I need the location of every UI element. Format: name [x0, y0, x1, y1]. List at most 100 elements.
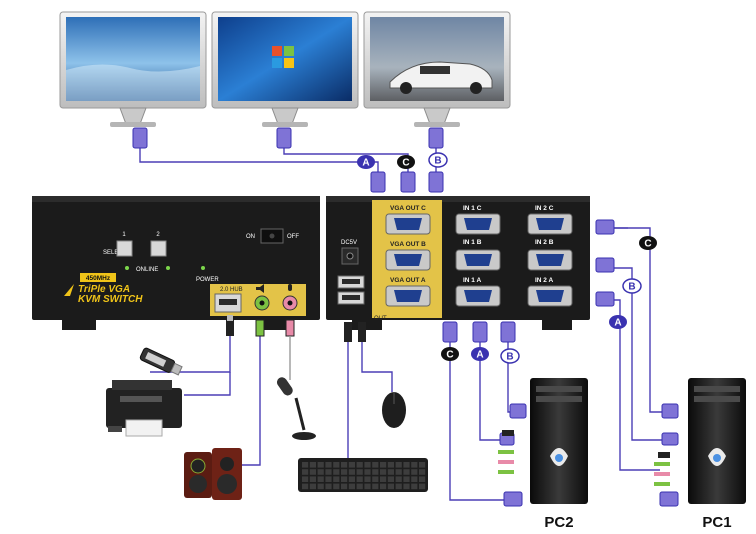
keyboard-key [356, 462, 363, 468]
keyboard-key [403, 462, 410, 468]
keyboard-key [309, 483, 316, 490]
keyboard-key [317, 476, 324, 482]
keyboard-key [333, 483, 340, 490]
dc-label: DC5V [341, 240, 357, 246]
keyboard-key [309, 469, 316, 475]
speaker-icon [256, 284, 264, 293]
keyboard-key [333, 476, 340, 482]
vga-in2-ports [527, 213, 573, 307]
brand-line-1: TriPle VGA [78, 284, 130, 295]
badge-bottom-a: A [471, 347, 489, 361]
vga-in2-b-port[interactable] [527, 249, 573, 271]
keyboard-key [333, 462, 340, 468]
keyboard-key [341, 462, 348, 468]
badge-bottom-b: B [500, 348, 520, 364]
svg-text:A: A [476, 350, 483, 361]
keyboard-key [309, 462, 316, 468]
vga-out-ports [385, 213, 431, 307]
vga-out-c-port[interactable] [385, 213, 431, 235]
out-c-label: VGA OUT C [390, 205, 426, 212]
monitor-3 [363, 11, 511, 127]
hub-label: 2.0 HUB [220, 287, 243, 293]
keyboard-key [348, 462, 355, 468]
svg-text:A: A [362, 158, 369, 169]
vga-in1-ports [455, 213, 501, 307]
keyboard-key [356, 483, 363, 490]
keyboard-key [341, 483, 348, 490]
speakers [184, 448, 242, 500]
keyboard-key [356, 476, 363, 482]
svg-text:2: 2 [156, 232, 160, 238]
online-label: ONLINE [136, 267, 158, 273]
pc2-tower [530, 378, 588, 504]
keyboard-key [302, 462, 309, 468]
select-label: SELECT [103, 250, 127, 256]
keyboard-key [411, 469, 418, 475]
cable-lines [139, 148, 664, 501]
in1-b-label: IN 1 B [463, 239, 482, 246]
badge-right-a: A [609, 315, 627, 329]
vga-in2-a-port[interactable] [527, 285, 573, 307]
keyboard-key [387, 483, 394, 490]
keyboard-key [411, 476, 418, 482]
badge-top-c: C [397, 155, 415, 169]
pc1-label: PC1 [702, 514, 731, 531]
monitor-1 [59, 11, 207, 127]
keyboard-key [325, 469, 332, 475]
vga-connectors-right [595, 219, 615, 307]
keyboard-key [341, 476, 348, 482]
svg-text:C: C [402, 158, 409, 169]
keyboard-key [387, 462, 394, 468]
svg-text:B: B [434, 156, 441, 167]
keyboard-key [380, 476, 387, 482]
svg-text:A: A [614, 318, 621, 329]
power-led [201, 266, 205, 270]
select-button-1[interactable] [116, 240, 133, 257]
keyboard-key [309, 476, 316, 482]
vga-in1-c-port[interactable] [455, 213, 501, 235]
select-button-2[interactable] [150, 240, 167, 257]
keyboard-key [395, 483, 402, 490]
online-led-2 [166, 266, 170, 270]
svg-text:B: B [506, 352, 513, 363]
mouse [382, 392, 406, 428]
keyboard-key [364, 476, 371, 482]
badge-top-a: A [357, 155, 375, 169]
vga-in2-c-port[interactable] [527, 213, 573, 235]
vga-out-b-port[interactable] [385, 249, 431, 271]
keyboard-key [387, 469, 394, 475]
microphone-icon [288, 284, 292, 291]
vga-out-a-port[interactable] [385, 285, 431, 307]
keyboard-key [380, 483, 387, 490]
in1-a-label: IN 1 A [463, 277, 481, 284]
keyboard-key [372, 469, 379, 475]
svg-text:C: C [644, 239, 651, 250]
keyboard-key [348, 483, 355, 490]
vga-in1-b-port[interactable] [455, 249, 501, 271]
front-plugs [226, 315, 295, 380]
keyboard-key [325, 483, 332, 490]
vga-in1-a-port[interactable] [455, 285, 501, 307]
keyboard-key [364, 483, 371, 490]
badge-right-c: C [639, 236, 657, 250]
pc-vga-connectors [499, 403, 679, 507]
svg-text:B: B [628, 282, 635, 293]
keyboard-key [333, 469, 340, 475]
out-a-label: VGA OUT A [390, 277, 426, 284]
keyboard-key [403, 483, 410, 490]
keyboard-key [403, 476, 410, 482]
keyboard-key [372, 476, 379, 482]
keyboard-key [302, 469, 309, 475]
keyboard-key [317, 483, 324, 490]
in2-a-label: IN 2 A [535, 277, 553, 284]
keyboard-key [356, 469, 363, 475]
keyboard-key [411, 483, 418, 490]
keyboard-key [380, 469, 387, 475]
pc2-label: PC2 [544, 514, 573, 531]
svg-text:OUT: OUT [374, 316, 387, 322]
power-label: POWER [196, 277, 219, 283]
keyboard-key [317, 469, 324, 475]
out-b-label: VGA OUT B [390, 241, 426, 248]
svg-text:450MHz: 450MHz [86, 275, 111, 282]
